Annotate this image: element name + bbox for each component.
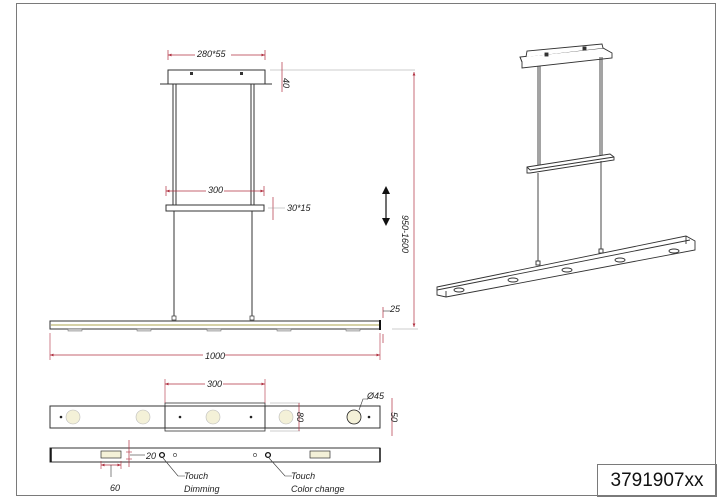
bottom-view: 300 Ø45 80 50 (49, 379, 399, 436)
canopy-dim: 280*55 (196, 49, 227, 59)
up-down-arrow-icon (382, 186, 390, 226)
led-diameter-dim: Ø45 (366, 391, 385, 401)
front-view: 280*55 40 300 30*15 950-1600 25 1000 (49, 49, 418, 361)
touch-dimming-label-1: Touch (184, 471, 208, 481)
drawing-frame (16, 3, 716, 496)
slot-offset-dim: 20 (145, 451, 156, 461)
crossbar-width-dim: 300 (208, 185, 223, 195)
isometric-view (436, 43, 696, 298)
canopy (167, 69, 266, 85)
touch-color-sensor (264, 451, 272, 459)
bottom-width-dim: 300 (207, 379, 222, 389)
total-height-dim: 950-1600 (400, 215, 410, 253)
touch-dimming-sensor (158, 451, 166, 459)
crossbar (165, 204, 265, 212)
touch-dimming-label-2: Dimming (184, 484, 220, 494)
crossbar-section-dim: 30*15 (287, 203, 312, 213)
top-view: 20 60 Touch Dimming Touch Color change (49, 440, 381, 494)
title-block: 3791907xx (597, 464, 717, 497)
crossbar-depth-dim: 80 (295, 412, 305, 422)
product-code: 3791907xx (610, 469, 704, 491)
touch-color-label-2: Color change (291, 484, 345, 494)
touch-color-label-1: Touch (291, 471, 315, 481)
bar-depth-dim: 50 (389, 412, 399, 422)
slot-length-dim: 60 (110, 483, 120, 493)
canopy-height-dim: 40 (281, 78, 291, 88)
bar-height-dim: 25 (389, 304, 401, 314)
bar-length-dim: 1000 (205, 351, 225, 361)
